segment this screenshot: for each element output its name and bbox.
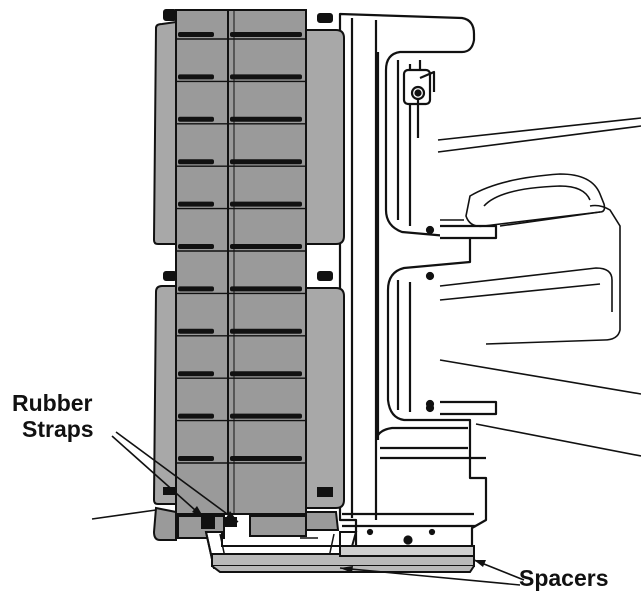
rubber-strap xyxy=(178,286,214,292)
strap-row xyxy=(176,328,306,337)
rubber-strap xyxy=(230,159,302,165)
rubber-strap xyxy=(230,413,302,419)
strap-row xyxy=(176,244,306,252)
rubber-strap xyxy=(178,32,214,37)
rubber-strap xyxy=(230,201,302,207)
rubber-strap xyxy=(230,244,302,249)
rubber-strap-rows xyxy=(176,32,306,464)
rubber-strap xyxy=(178,244,214,249)
rubber-strap xyxy=(230,456,302,461)
rubber-strap xyxy=(230,32,302,37)
leader-spacers-1 xyxy=(339,567,521,586)
leader-lines xyxy=(91,431,525,586)
rubber-strap xyxy=(178,159,214,165)
base-foot xyxy=(152,9,340,541)
rubber-strap xyxy=(178,456,214,461)
strap-row xyxy=(176,32,306,40)
spacers-callout: Spacers xyxy=(519,565,609,591)
background-unit xyxy=(437,117,641,457)
strap-row xyxy=(176,116,306,125)
arrowhead-strap-2 xyxy=(226,511,238,522)
rubber-straps-label-line1: Rubber xyxy=(12,390,93,416)
panel-left-column xyxy=(175,9,229,515)
rubber-strap xyxy=(230,116,302,122)
rubber-strap xyxy=(230,286,302,292)
arrowhead-strap-1 xyxy=(192,506,204,518)
machine-frame xyxy=(338,12,498,558)
rubber-strap xyxy=(230,74,302,80)
panel-right-column xyxy=(227,9,307,515)
rubber-straps-callout: Rubber Straps xyxy=(12,390,94,442)
rubber-straps-label-line2: Straps xyxy=(22,416,94,442)
rubber-strap xyxy=(178,74,214,80)
strap-row xyxy=(176,159,306,167)
strap-row xyxy=(176,456,306,464)
leader-left-edge xyxy=(91,509,157,520)
arrowhead-spacer-2 xyxy=(474,560,486,567)
leader-rubber-straps-1 xyxy=(111,435,205,519)
leader-rubber-straps-2 xyxy=(115,431,239,523)
rubber-strap xyxy=(230,328,302,334)
strap-row xyxy=(176,371,306,379)
rubber-strap xyxy=(178,201,214,207)
arrowheads xyxy=(192,506,486,573)
panel-stack xyxy=(175,9,307,515)
rubber-strap xyxy=(230,371,302,377)
rubber-strap xyxy=(178,328,214,334)
side-panels xyxy=(152,20,345,509)
strap-row xyxy=(176,413,306,422)
strap-row xyxy=(176,201,306,210)
arrowhead-spacer-1 xyxy=(340,566,353,573)
rubber-strap xyxy=(178,413,214,419)
strap-row xyxy=(176,74,306,83)
strap-row xyxy=(176,286,306,295)
rubber-strap xyxy=(178,371,214,377)
rubber-strap xyxy=(178,116,214,122)
